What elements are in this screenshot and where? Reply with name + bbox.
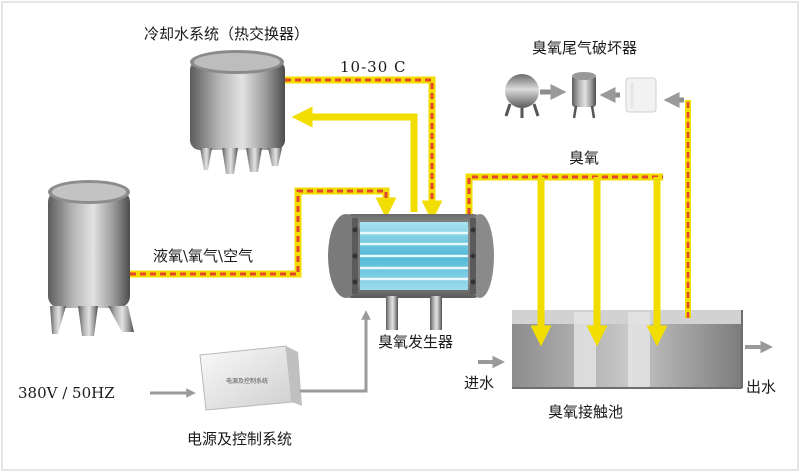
label-power-supply: 380V / 50HZ [18, 384, 115, 402]
cooling-tank [190, 50, 285, 174]
label-tail-gas-destructor: 臭氧尾气破坏器 [532, 39, 638, 57]
label-power-control: 电源及控制系统 [187, 430, 293, 448]
cabinet-label: 电源及控制系统 [226, 377, 268, 385]
label-water-in: 进水 [464, 374, 495, 392]
label-feed-gas: 液氧\氧气\空气 [153, 247, 254, 265]
ozone-destructor [504, 72, 684, 119]
label-water-out: 出水 [746, 378, 777, 396]
power-control-cabinet: 电源及控制系统 [199, 345, 302, 411]
feed-gas-tank [48, 180, 134, 336]
label-temperature: 10-30 C [340, 58, 407, 76]
contact-tank [512, 310, 743, 389]
label-cooling-system: 冷却水系统（热交换器） [144, 25, 310, 43]
label-ozone-generator: 臭氧发生器 [378, 333, 454, 351]
arrow-power-to-generator [300, 310, 371, 393]
pipe-generator-to-cooling [291, 106, 418, 212]
label-ozone: 臭氧 [569, 149, 600, 167]
label-contact-tank: 臭氧接触池 [548, 403, 624, 421]
grey-arrows [150, 310, 774, 398]
pipe-ozone-out [465, 173, 663, 214]
pipes [130, 76, 691, 347]
ozone-generator [328, 214, 494, 330]
